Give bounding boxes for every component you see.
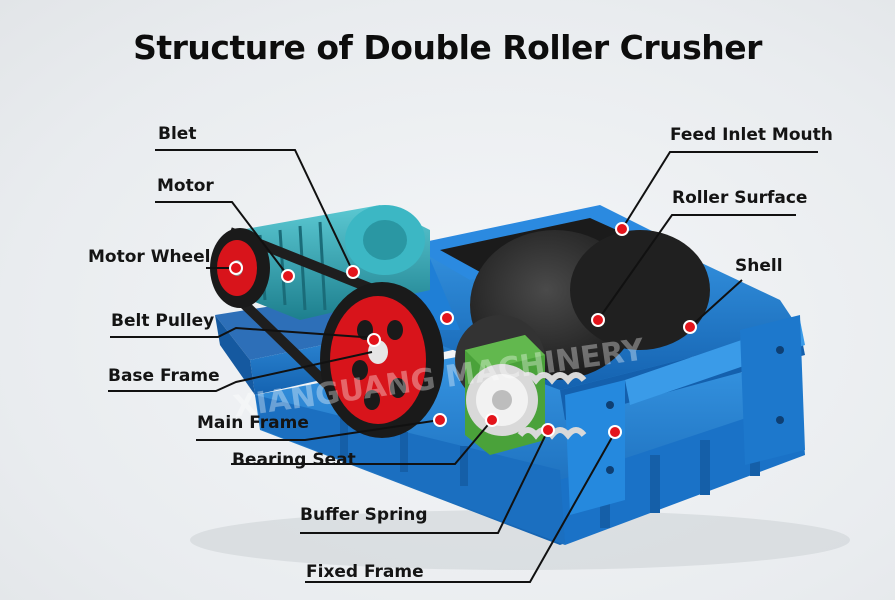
- dot-bearing-seat: [485, 413, 499, 427]
- leader-shell: [689, 279, 743, 328]
- leader-buffer-spring: [300, 429, 549, 534]
- callout-dots: [229, 222, 697, 439]
- dot-buffer-spring: [541, 423, 555, 437]
- dot-base-frame: [367, 333, 381, 347]
- leader-main-frame: [196, 419, 441, 441]
- belt-pulley: [320, 282, 444, 438]
- leader-feed-inlet: [621, 151, 818, 230]
- dot-blet: [346, 265, 360, 279]
- label-fixed-frame: Fixed Frame: [306, 562, 424, 582]
- label-base-frame: Base Frame: [108, 366, 220, 386]
- dot-motor: [281, 269, 295, 283]
- dot-roller-surface: [591, 313, 605, 327]
- leader-belt-pulley: [110, 326, 377, 339]
- leader-fixed-frame: [305, 431, 616, 583]
- dot-belt-pulley: [440, 311, 454, 325]
- leader-roller-surface: [597, 214, 796, 321]
- leader-motor: [155, 201, 289, 277]
- label-roller-surface: Roller Surface: [672, 188, 808, 208]
- leader-blet: [155, 149, 354, 273]
- leader-bearing-seat: [231, 419, 493, 465]
- label-buffer-spring: Buffer Spring: [300, 505, 428, 525]
- label-motor: Motor: [157, 176, 214, 196]
- dot-motor-wheel: [229, 261, 243, 275]
- leader-lines: [108, 149, 818, 583]
- dot-shell: [683, 320, 697, 334]
- label-belt-pulley: Belt Pulley: [111, 311, 215, 331]
- dot-main-frame: [433, 413, 447, 427]
- dot-feed-inlet: [615, 222, 629, 236]
- label-shell: Shell: [735, 256, 783, 276]
- label-main-frame: Main Frame: [197, 413, 309, 433]
- leader-base-frame: [108, 351, 373, 392]
- label-blet: Blet: [158, 124, 197, 144]
- label-motor-wheel: Motor Wheel: [88, 247, 211, 267]
- ground-shadow: [190, 510, 850, 570]
- diagram-title: Structure of Double Roller Crusher: [133, 28, 762, 67]
- fixed-frame: [565, 315, 805, 515]
- dot-fixed-frame: [608, 425, 622, 439]
- bearing-seat: [465, 335, 545, 455]
- label-feed-inlet-mouth: Feed Inlet Mouth: [670, 125, 833, 145]
- label-bearing-seat: Bearing Seat: [232, 450, 356, 470]
